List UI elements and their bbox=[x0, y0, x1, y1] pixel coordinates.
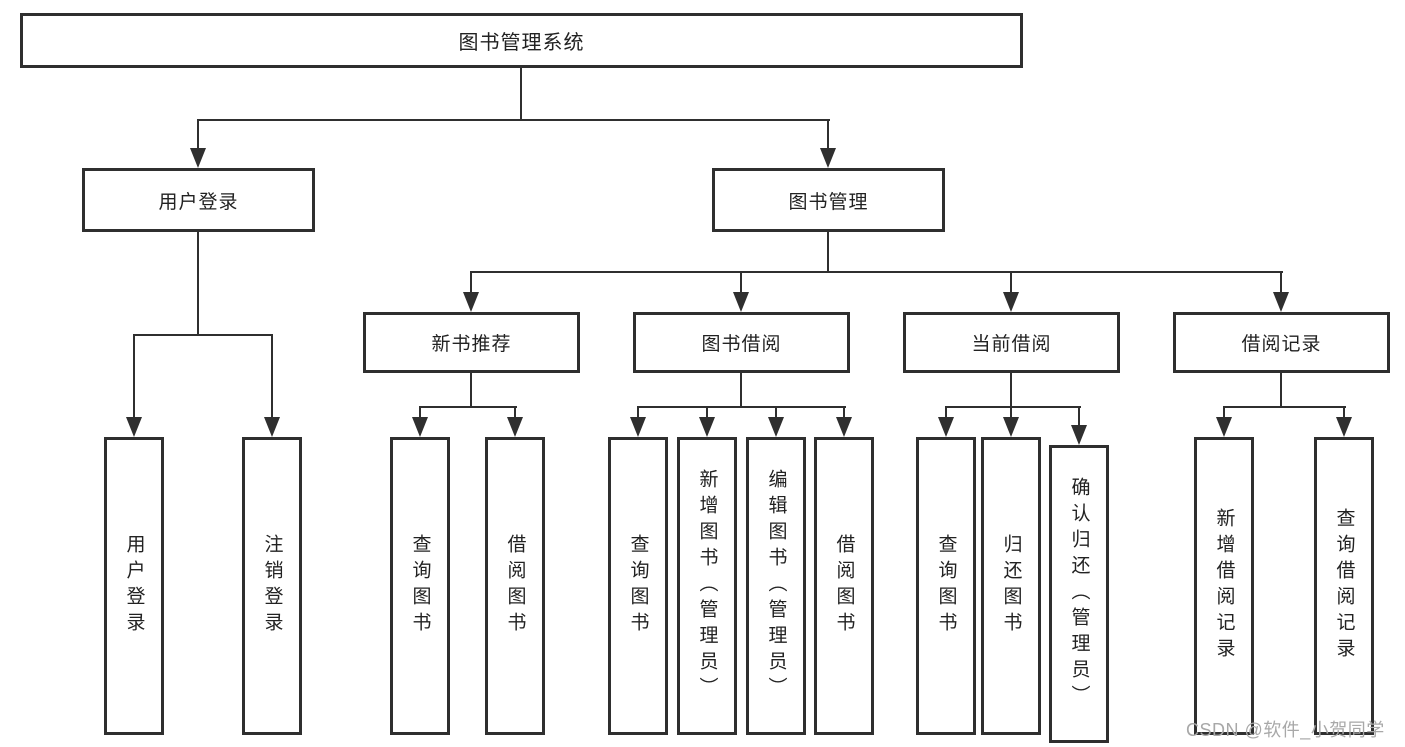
connector-line bbox=[1223, 406, 1225, 418]
csdn-watermark: CSDN @软件_小贺同学 bbox=[1186, 720, 1385, 740]
node-current-borrowing: 当前借阅 bbox=[903, 312, 1120, 373]
arrow-down-icon bbox=[126, 417, 142, 437]
arrow-down-icon bbox=[1273, 292, 1289, 312]
arrow-down-icon bbox=[190, 148, 206, 168]
arrow-down-icon bbox=[412, 417, 428, 437]
connector-line bbox=[1010, 406, 1012, 418]
connector-line bbox=[1010, 271, 1012, 293]
connector-line bbox=[197, 232, 199, 335]
arrow-down-icon bbox=[1003, 417, 1019, 437]
leaf-borrow-books: 借阅图书 bbox=[814, 437, 874, 735]
node-book-management: 图书管理 bbox=[712, 168, 945, 232]
leaf-logout: 注销登录 bbox=[242, 437, 302, 735]
leaf-label: 确认归还（管理员） bbox=[1068, 477, 1090, 711]
connector-line bbox=[133, 334, 273, 336]
connector-line bbox=[827, 232, 829, 272]
connector-line bbox=[1280, 271, 1282, 293]
connector-line bbox=[1223, 406, 1346, 408]
arrow-down-icon bbox=[1071, 425, 1087, 445]
leaf-label: 注销登录 bbox=[261, 534, 283, 638]
leaf-label: 借阅图书 bbox=[504, 534, 526, 638]
arrow-down-icon bbox=[630, 417, 646, 437]
leaf-add-books-admin: 新增图书（管理员） bbox=[677, 437, 737, 735]
arrow-down-icon bbox=[1003, 292, 1019, 312]
node-new-book-recommendation: 新书推荐 bbox=[363, 312, 580, 373]
leaf-add-borrow-record: 新增借阅记录 bbox=[1194, 437, 1254, 735]
arrow-down-icon bbox=[1336, 417, 1352, 437]
arrow-down-icon bbox=[836, 417, 852, 437]
connector-line bbox=[197, 119, 199, 149]
leaf-label: 查询借阅记录 bbox=[1333, 508, 1355, 664]
node-user-login: 用户登录 bbox=[82, 168, 315, 232]
leaf-label: 查询图书 bbox=[935, 534, 957, 638]
leaf-borrow-books-recommend: 借阅图书 bbox=[485, 437, 545, 735]
connector-line bbox=[470, 271, 472, 293]
leaf-label: 归还图书 bbox=[1000, 534, 1022, 638]
leaf-return-books: 归还图书 bbox=[981, 437, 1041, 735]
connector-line bbox=[843, 406, 845, 418]
connector-line bbox=[637, 406, 846, 408]
node-book-borrowing: 图书借阅 bbox=[633, 312, 850, 373]
arrow-down-icon bbox=[1216, 417, 1232, 437]
leaf-label: 新增借阅记录 bbox=[1213, 508, 1235, 664]
connector-line bbox=[1010, 373, 1012, 407]
arrow-down-icon bbox=[938, 417, 954, 437]
connector-line bbox=[470, 373, 472, 407]
leaf-query-borrow-record: 查询借阅记录 bbox=[1314, 437, 1374, 735]
leaf-label: 用户登录 bbox=[123, 534, 145, 638]
leaf-label: 新增图书（管理员） bbox=[696, 469, 718, 703]
arrow-down-icon bbox=[733, 292, 749, 312]
connector-line bbox=[775, 406, 777, 418]
connector-line bbox=[637, 406, 639, 418]
arrow-down-icon bbox=[820, 148, 836, 168]
connector-line bbox=[1280, 373, 1282, 407]
connector-line bbox=[827, 119, 829, 149]
leaf-edit-books-admin: 编辑图书（管理员） bbox=[746, 437, 806, 735]
connector-line bbox=[1078, 406, 1080, 426]
arrow-down-icon bbox=[699, 417, 715, 437]
connector-line bbox=[419, 406, 517, 408]
leaf-query-books-recommend: 查询图书 bbox=[390, 437, 450, 735]
connector-line bbox=[520, 68, 522, 120]
leaf-label: 查询图书 bbox=[627, 534, 649, 638]
arrow-down-icon bbox=[463, 292, 479, 312]
connector-line bbox=[706, 406, 708, 418]
connector-line bbox=[740, 271, 742, 293]
connector-line bbox=[1343, 406, 1345, 418]
leaf-label: 借阅图书 bbox=[833, 534, 855, 638]
leaf-label: 编辑图书（管理员） bbox=[765, 469, 787, 703]
connector-line bbox=[945, 406, 947, 418]
connector-line bbox=[419, 406, 421, 418]
leaf-label: 查询图书 bbox=[409, 534, 431, 638]
leaf-query-books-borrow: 查询图书 bbox=[608, 437, 668, 735]
connector-line bbox=[945, 406, 1081, 408]
node-library-management-system: 图书管理系统 bbox=[20, 13, 1023, 68]
leaf-query-books-current: 查询图书 bbox=[916, 437, 976, 735]
connector-line bbox=[470, 271, 1283, 273]
connector-line bbox=[133, 334, 135, 418]
connector-line bbox=[740, 373, 742, 407]
connector-line bbox=[271, 334, 273, 418]
connector-line bbox=[197, 119, 830, 121]
arrow-down-icon bbox=[507, 417, 523, 437]
node-borrowing-records: 借阅记录 bbox=[1173, 312, 1390, 373]
connector-line bbox=[514, 406, 516, 418]
leaf-confirm-return-admin: 确认归还（管理员） bbox=[1049, 445, 1109, 743]
arrow-down-icon bbox=[768, 417, 784, 437]
arrow-down-icon bbox=[264, 417, 280, 437]
leaf-user-login: 用户登录 bbox=[104, 437, 164, 735]
